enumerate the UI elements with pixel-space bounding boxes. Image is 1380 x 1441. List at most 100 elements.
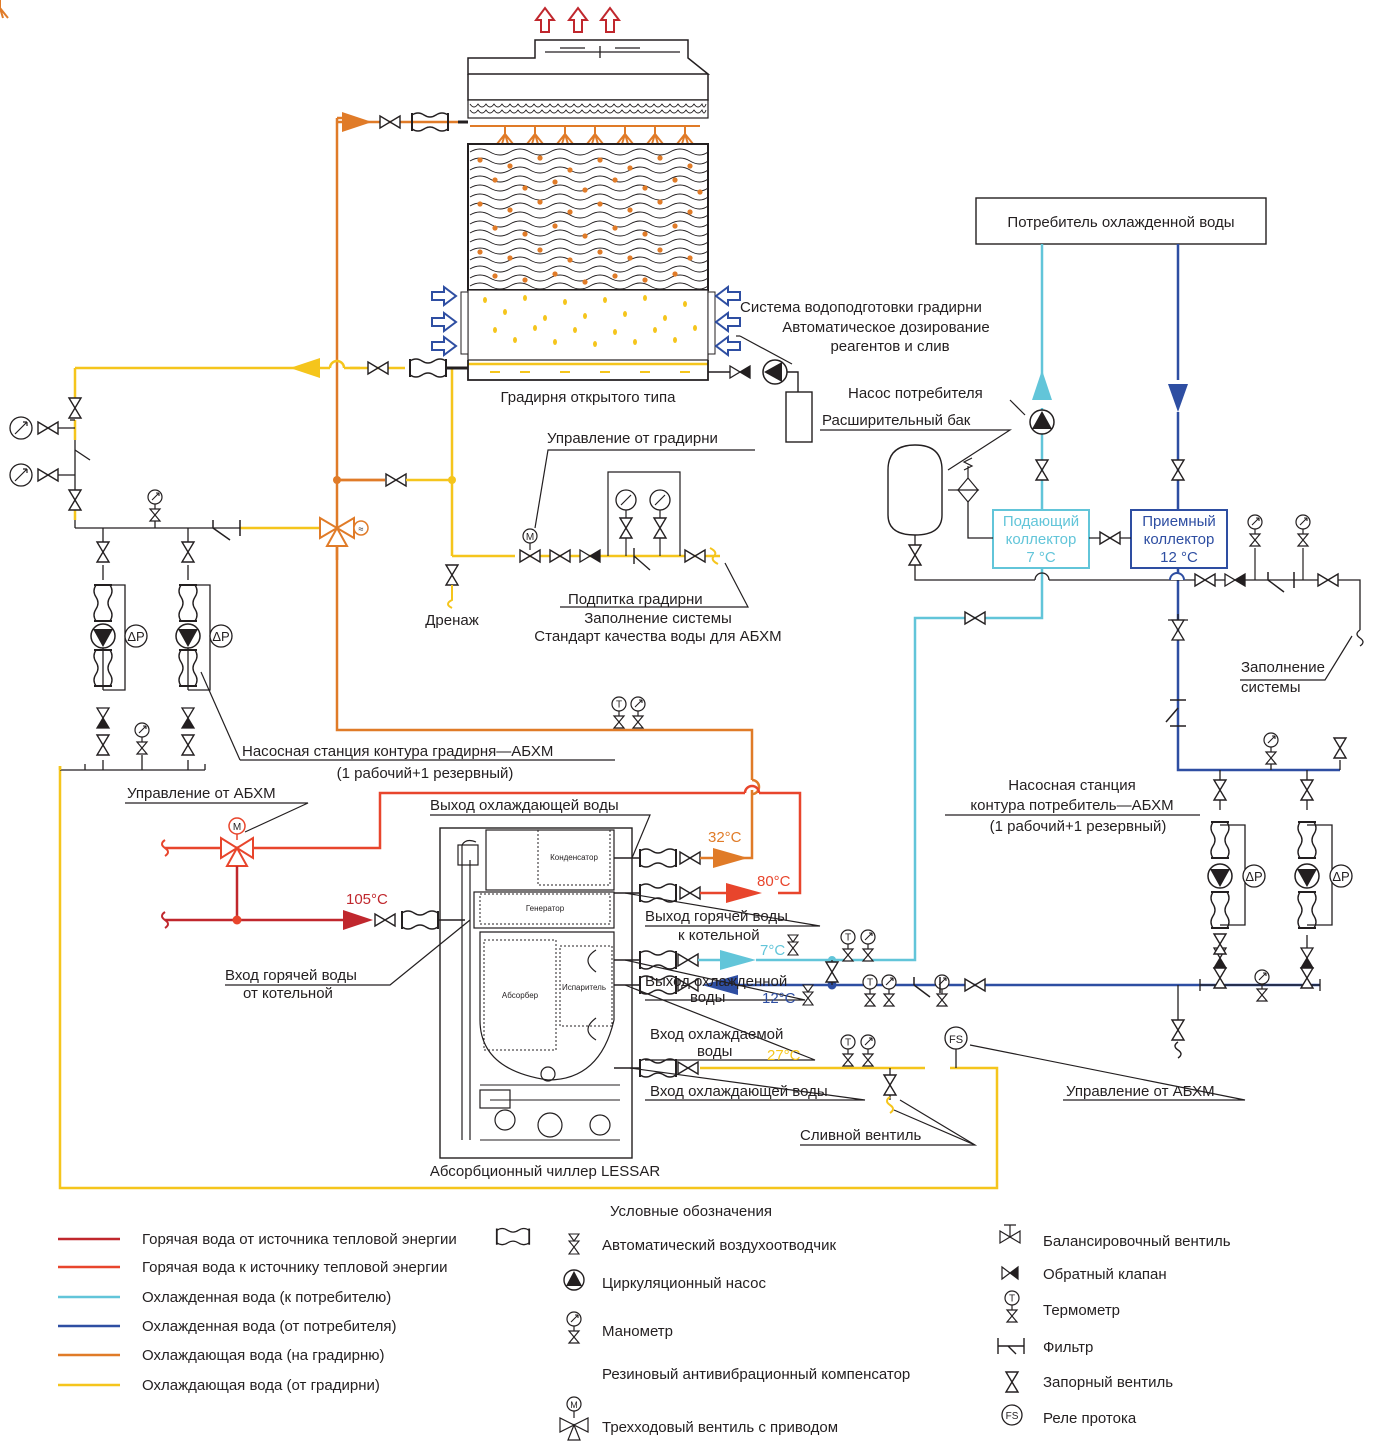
- manometer-icon: [566, 1311, 582, 1344]
- label-tower-pump-station-1: Насосная станция контура градирня—АБХМ: [242, 743, 553, 760]
- pipe-hot-supply: [165, 866, 345, 922]
- pipe-cooling-from-tower: [58, 366, 999, 1190]
- flow-relay-icon: FS: [1001, 1404, 1023, 1426]
- label-cooling-water-in: Вход охлаждающей воды: [650, 1083, 828, 1100]
- evaporator-box: [559, 945, 613, 1027]
- legend: Условные обозначения Горячая вода от ист…: [58, 1203, 1231, 1441]
- legend-symbol-label: Термометр: [1043, 1302, 1120, 1319]
- three-way-valve-hot: M: [220, 817, 254, 867]
- label-temp-80: 80°C: [757, 873, 791, 890]
- tower-fan-hood: [467, 39, 711, 75]
- label-tower-pump-station-2: (1 рабочий+1 резервный): [337, 765, 514, 782]
- arrow-32c: [713, 848, 748, 868]
- label-chilled-out-2: воды: [690, 989, 725, 1006]
- pipe-hot-return: [165, 791, 802, 895]
- legend-symbol-label: Трехходовый вентиль с приводом: [602, 1419, 838, 1436]
- label-makeup-3: Стандарт качества воды для АБХМ: [534, 628, 781, 645]
- label-drain-valve: Сливной вентиль: [800, 1127, 922, 1144]
- generator-box: [479, 893, 611, 925]
- legend-symbol-label: Автоматический воздухоотводчик: [602, 1237, 836, 1254]
- label-supply-manifold-3: 7 °С: [1026, 549, 1056, 566]
- label-cooling-tower: Градирня открытого типа: [501, 389, 677, 406]
- drift-eliminator: [467, 99, 709, 119]
- svg-text:M: M: [233, 822, 241, 833]
- label-temp-12: 12°C: [762, 990, 796, 1007]
- label-hot-water-in-1: Вход горячей воды: [225, 967, 357, 984]
- legend-symbol-label: Запорный вентиль: [1043, 1374, 1173, 1391]
- tower-fill: [467, 143, 709, 291]
- three-way-valve-icon: M: [559, 1396, 589, 1441]
- spray-nozzle: [0, 0, 9, 19]
- legend-line-label: Горячая вода от источника тепловой энерг…: [142, 1231, 457, 1248]
- label-absorber: Абсорбер: [502, 991, 539, 1000]
- arrow-7c: [720, 950, 756, 970]
- label-return-manifold-1: Приемный: [1142, 513, 1216, 530]
- balancing-valve-icon: [999, 1224, 1021, 1245]
- check-valve-icon: [1001, 1265, 1019, 1281]
- diagram-labels: Потребитель охлажденной воды Система вод…: [127, 214, 1325, 1180]
- arrow-from-tower: [290, 358, 320, 378]
- label-temp-7: 7°C: [760, 942, 785, 959]
- label-generator: Генератор: [526, 904, 565, 913]
- label-makeup-1: Подпитка градирни: [568, 591, 703, 608]
- arrow-80c: [726, 883, 762, 903]
- label-tower-control: Управление от градирни: [547, 430, 718, 447]
- legend-symbol-label: Резиновый антивибрационный компенсатор: [602, 1366, 910, 1383]
- shutoff-valve-icon: [1005, 1371, 1019, 1393]
- label-consumer: Потребитель охлажденной воды: [1007, 214, 1234, 231]
- label-hot-water-out-1: Выход горячей воды: [645, 908, 788, 925]
- compensator-icon: [495, 1227, 531, 1246]
- filter-icon: [997, 1338, 1025, 1355]
- label-supply-manifold-1: Подающий: [1003, 513, 1079, 530]
- legend-symbols-mid: M Автоматический воздухоотводчик Циркуля…: [495, 1227, 910, 1441]
- label-consumer-pump-station-1: Насосная станция: [1008, 777, 1136, 794]
- consumer-box: [975, 197, 1267, 245]
- tower-pump-station: [38, 419, 240, 771]
- absorption-chiller: [439, 827, 633, 1159]
- label-condenser: Конденсатор: [550, 853, 598, 862]
- makeup-line: M: [445, 471, 719, 609]
- label-evaporator: Испаритель: [562, 983, 606, 992]
- tower-rain-zone: [467, 289, 709, 361]
- svg-text:M: M: [570, 1400, 578, 1410]
- three-way-valve-tower: ≈: [319, 516, 369, 547]
- thermometer-icon: [1004, 1290, 1020, 1323]
- label-expansion-tank: Расширительный бак: [822, 412, 971, 429]
- svg-text:M: M: [526, 532, 534, 543]
- legend-symbol-label: Циркуляционный насос: [602, 1275, 766, 1292]
- label-abhm-control-right: Управление от АБХМ: [1066, 1083, 1215, 1100]
- svg-text:FS: FS: [1006, 1411, 1019, 1422]
- label-chiller: Абсорбционный чиллер LESSAR: [430, 1163, 660, 1180]
- air-vent-icon: [568, 1233, 580, 1255]
- legend-lines: Горячая вода от источника тепловой энерг…: [58, 1231, 457, 1394]
- legend-title: Условные обозначения: [610, 1203, 772, 1220]
- legend-symbol-label: Балансировочный вентиль: [1043, 1233, 1231, 1250]
- absorber-box: [483, 939, 557, 1051]
- tower-exhaust-arrows: [535, 7, 620, 33]
- arrow-12c: [702, 975, 738, 995]
- label-return-manifold-3: 12 °С: [1160, 549, 1198, 566]
- svg-text:FS: FS: [949, 1034, 963, 1046]
- legend-symbol-label: Обратный клапан: [1043, 1266, 1167, 1283]
- label-chilled-in-1: Вход охлаждаемой: [650, 1026, 783, 1043]
- legend-line-label: Горячая вода к источнику тепловой энерги…: [142, 1259, 447, 1276]
- legend-line-label: Охлажденная вода (к потребителю): [142, 1289, 391, 1306]
- label-consumer-pump: Насос потребителя: [848, 385, 983, 402]
- arrow-cooling-to-tower: [342, 112, 372, 132]
- label-makeup-2: Заполнение системы: [584, 610, 732, 627]
- label-consumer-pump-station-2: контура потребитель—АБХМ: [970, 797, 1173, 814]
- leader-lines: [125, 335, 1353, 1146]
- legend-symbols-right: FS Балансировочный вентиль Обратный клап…: [997, 1224, 1231, 1427]
- label-fill-system-2: системы: [1241, 679, 1301, 696]
- label-temp-27: 27°C: [767, 1047, 801, 1064]
- label-hot-water-out-2: к котельной: [678, 927, 760, 944]
- water-treatment: [708, 359, 813, 443]
- label-drain: Дренаж: [425, 612, 479, 629]
- legend-symbol-label: Реле протока: [1043, 1410, 1137, 1427]
- label-fill-system-1: Заполнение: [1241, 659, 1325, 676]
- supply-manifold: [992, 509, 1090, 569]
- label-cooling-water-out: Выход охлаждающей воды: [430, 797, 619, 814]
- svg-text:≈: ≈: [359, 524, 364, 534]
- label-return-manifold-2: коллектор: [1144, 531, 1215, 548]
